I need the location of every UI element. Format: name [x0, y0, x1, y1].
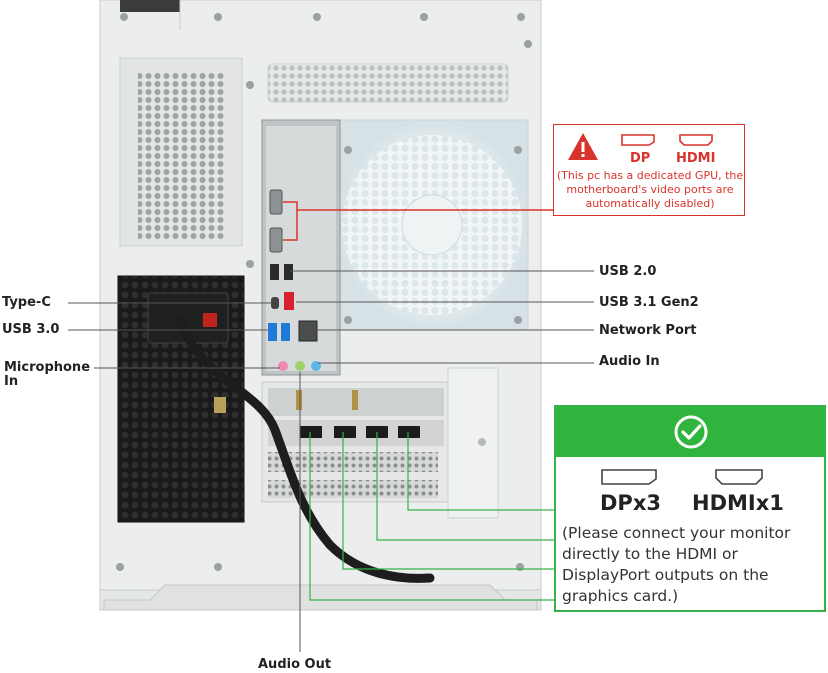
label-usb-20: USB 2.0 — [599, 264, 657, 279]
io-shield — [261, 119, 341, 376]
displayport-icon — [601, 469, 657, 485]
label-microphone-in: Microphone In — [4, 360, 91, 389]
rgb-fan — [337, 119, 529, 331]
warning-dp-label: DP — [630, 151, 651, 166]
label-network-port: Network Port — [599, 323, 697, 338]
callout-lines-green — [309, 432, 554, 601]
label-audio-in: Audio In — [599, 354, 660, 369]
warning-callout: DP HDMI (This pc has a dedicated GPU, th… — [553, 124, 745, 216]
label-usb-30: USB 3.0 — [2, 322, 60, 337]
label-type-c: Type-C — [2, 295, 51, 310]
callout-lines-gray — [68, 270, 594, 652]
gpu-info-header — [556, 407, 824, 457]
gpu-info-text: (Please connect your monitor directly to… — [562, 524, 791, 605]
warning-triangle-icon — [568, 133, 598, 160]
hdmi-icon — [715, 469, 763, 485]
power-supply — [117, 275, 245, 523]
warning-hdmi-label: HDMI — [676, 151, 716, 166]
gpu-info-callout: DPx3 HDMIx1 (Please connect your monitor… — [554, 405, 826, 612]
hdmi-icon — [679, 134, 713, 146]
warning-text: (This pc has a dedicated GPU, the mother… — [556, 169, 744, 210]
displayport-icon — [621, 134, 655, 146]
label-audio-out: Audio Out — [258, 657, 332, 672]
gpu-hdmi-count: HDMIx1 — [692, 491, 784, 515]
gpu-dp-count: DPx3 — [600, 491, 661, 515]
callout-lines-red — [283, 201, 553, 241]
top-vent — [267, 63, 509, 103]
rear-exhaust-vent — [119, 57, 243, 247]
label-usb-31-gen2: USB 3.1 Gen2 — [599, 295, 699, 310]
check-circle-icon — [674, 415, 708, 449]
power-cable — [175, 315, 435, 583]
